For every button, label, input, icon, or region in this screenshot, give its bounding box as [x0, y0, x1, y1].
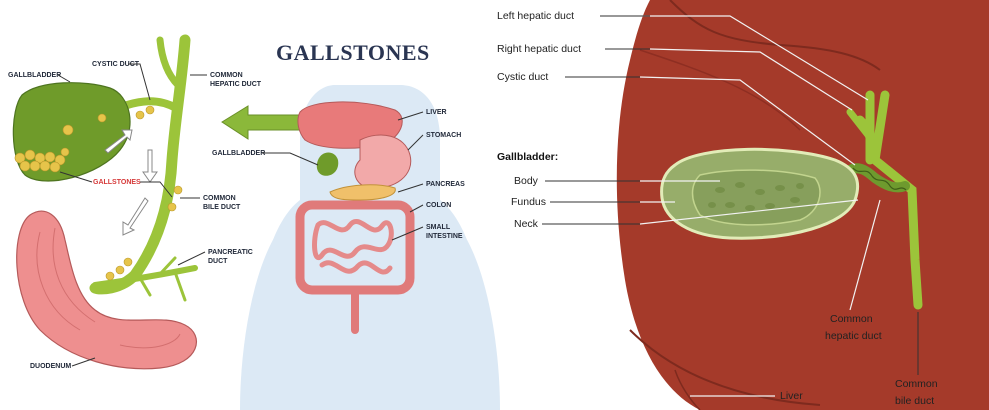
- label-small-intestine-1: SMALL: [426, 224, 451, 231]
- label-gallbladder-body: GALLBLADDER: [212, 150, 265, 157]
- label-fundus: Fundus: [511, 196, 546, 208]
- label-body: Body: [514, 175, 539, 187]
- label-liver-right: Liver: [780, 390, 803, 402]
- label-common-bile-duct-2-right: bile duct: [895, 395, 934, 407]
- label-gallbladder: GALLBLADDER: [8, 72, 61, 79]
- label-common-bile-duct-2: BILE DUCT: [203, 204, 241, 211]
- label-gallstones: GALLSTONES: [93, 179, 141, 186]
- right-panel-liver-anatomy: Left hepatic duct Right hepatic duct Cys…: [497, 0, 989, 410]
- shoulder-left: [240, 210, 300, 410]
- label-neck: Neck: [514, 218, 539, 230]
- label-pancreas: PANCREAS: [426, 181, 465, 188]
- label-stomach: STOMACH: [426, 132, 461, 139]
- shoulder-right: [440, 210, 500, 410]
- label-cystic-duct-right: Cystic duct: [497, 71, 548, 83]
- label-common-bile-duct-1-right: Common: [895, 378, 938, 390]
- label-common-bile-duct-1: COMMON: [203, 195, 236, 202]
- label-common-hepatic-duct-1-right: Common: [830, 313, 873, 325]
- label-small-intestine-2: INTESTINE: [426, 233, 463, 240]
- label-gallbladder-heading: Gallbladder:: [497, 151, 558, 163]
- figure-title: GALLSTONES: [276, 40, 430, 65]
- label-common-hepatic-duct-2-right: hepatic duct: [825, 330, 882, 342]
- left-panel-gallstones: GALLSTONES CYSTIC DUCT GALLBLADDER COMMO…: [8, 40, 500, 410]
- label-liver: LIVER: [426, 109, 447, 116]
- label-common-hepatic-duct-2: HEPATIC DUCT: [210, 81, 262, 88]
- label-right-hepatic-duct: Right hepatic duct: [497, 43, 581, 55]
- label-common-hepatic-duct-1: COMMON: [210, 72, 243, 79]
- label-duodenum: DUODENUM: [30, 363, 71, 370]
- label-left-hepatic-duct: Left hepatic duct: [497, 10, 574, 22]
- label-colon: COLON: [426, 202, 451, 209]
- label-pancreatic-duct-2: DUCT: [208, 258, 228, 265]
- label-pancreatic-duct-1: PANCREATIC: [208, 249, 253, 256]
